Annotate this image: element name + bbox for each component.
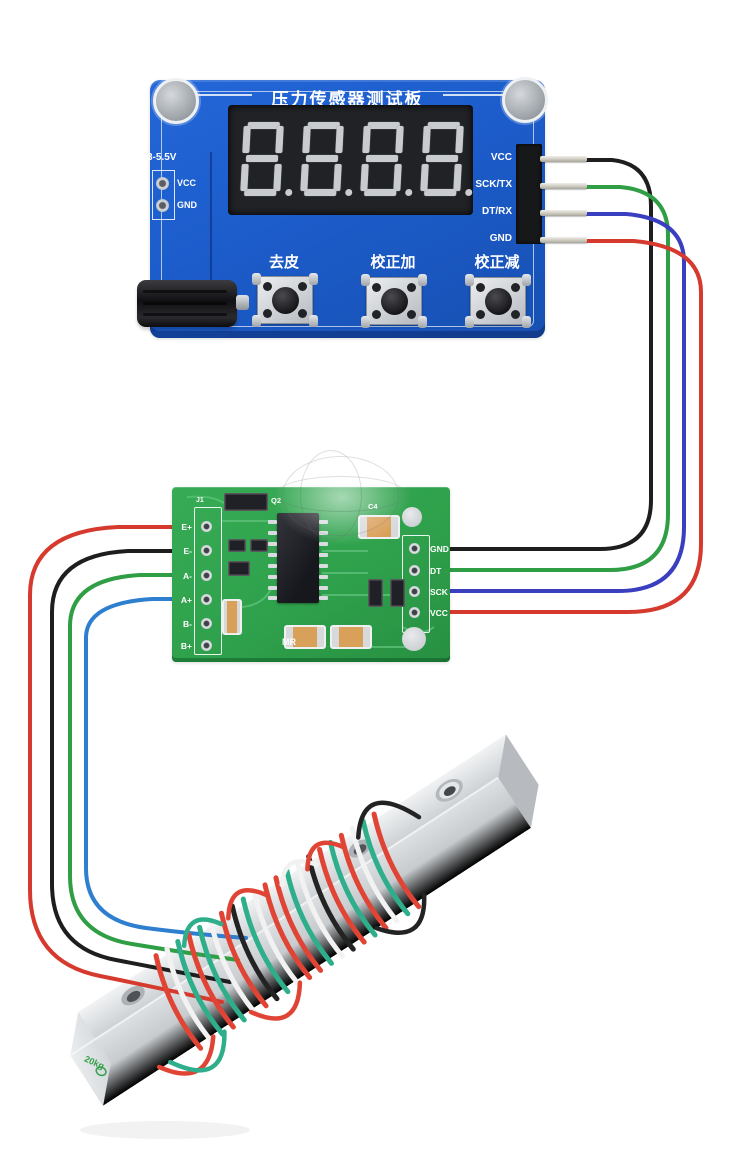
refdes-q2: Q2 xyxy=(271,496,282,505)
silkscreen-mr-label: MR xyxy=(282,637,296,647)
digit-4 xyxy=(420,122,473,196)
pad-e-plus xyxy=(201,521,212,532)
load-cell-right-end xyxy=(498,734,539,828)
header-label-sck-tx: SCK/TX xyxy=(475,179,512,190)
mounting-hole-right xyxy=(435,778,463,802)
load-cell-left-end xyxy=(70,1012,111,1106)
tare-button-label: 去皮 xyxy=(268,254,299,271)
digit-1 xyxy=(240,122,293,196)
pad-sck xyxy=(409,586,420,597)
label-a-plus: A+ xyxy=(180,595,192,605)
resistor xyxy=(250,539,268,552)
connector-ref-label: J1 xyxy=(196,497,204,504)
wire-dt-to-sck-blue xyxy=(428,212,686,593)
pad-vcc-label: VCC xyxy=(177,178,197,188)
seven-segment-display xyxy=(228,105,473,215)
dc-power-jack xyxy=(137,280,237,327)
pad-gnd-out xyxy=(409,543,420,554)
digit-3 xyxy=(360,122,413,196)
pad-b-plus xyxy=(201,640,212,651)
dc-jack-pin xyxy=(236,295,249,310)
label-b-plus: B+ xyxy=(180,641,192,651)
pad-vcc xyxy=(156,177,169,190)
capacitor-c4 xyxy=(358,515,400,539)
power-voltage-label: 3-5.5V xyxy=(147,152,177,163)
load-cell-shadow xyxy=(80,1121,250,1139)
load-cell-top-face xyxy=(70,734,506,1056)
calibration-plus-button[interactable] xyxy=(361,274,427,328)
header-pin-vcc xyxy=(540,156,587,162)
resistor xyxy=(368,579,383,607)
wire-e-minus-black xyxy=(50,549,232,984)
pad-a-plus xyxy=(201,594,212,605)
diode-q2 xyxy=(224,493,268,511)
cal-plus-button-label: 校正加 xyxy=(370,254,416,271)
screw-top-left xyxy=(153,78,199,124)
pad-gnd xyxy=(156,199,169,212)
capacitor xyxy=(330,625,372,649)
wire-gnd-to-vcc-red xyxy=(428,239,703,614)
wire-vcc-to-gnd-black xyxy=(428,158,653,551)
power-pad-box xyxy=(152,170,175,220)
header-label-dt-rx: DT/RX xyxy=(482,206,512,217)
adc-amplifier-board: J1 E+ E- A- A+ B- B+ GND DT SCK VCC xyxy=(172,487,450,662)
resistor xyxy=(390,579,405,607)
pad-e-minus xyxy=(201,545,212,556)
header-pin-sck-tx xyxy=(540,183,587,189)
mounting-hole-left xyxy=(121,985,145,1006)
calibration-plus-button-cap[interactable] xyxy=(380,287,408,315)
board-hole-top xyxy=(402,507,422,527)
hx711-chip xyxy=(277,513,319,603)
label-dt: DT xyxy=(430,566,442,576)
label-vcc-out: VCC xyxy=(430,608,448,618)
wire-e-plus-red xyxy=(28,525,224,1004)
label-b-minus: B- xyxy=(183,619,192,629)
pad-b-minus xyxy=(201,618,212,629)
silkscreen-line-left xyxy=(170,94,252,96)
pad-gnd-label: GND xyxy=(177,200,197,210)
tare-button-cap[interactable] xyxy=(271,286,299,314)
calibration-minus-button[interactable] xyxy=(465,274,531,328)
label-e-minus: E- xyxy=(183,546,193,556)
load-cell-logo xyxy=(95,1066,107,1077)
tare-button[interactable] xyxy=(252,273,318,327)
wire-sck-to-dt-green xyxy=(428,185,670,572)
left-connector-box xyxy=(194,507,222,655)
label-gnd-out: GND xyxy=(430,544,449,554)
silkscreen-line-right xyxy=(443,94,525,96)
refdes-c4: C4 xyxy=(368,502,378,511)
pad-vcc-out xyxy=(409,607,420,618)
header-label-vcc: VCC xyxy=(490,152,512,163)
header-pin-gnd xyxy=(540,237,587,243)
label-a-minus: A- xyxy=(183,571,192,581)
pcb-trace xyxy=(210,152,212,280)
board-title: 压力传感器测试板 xyxy=(271,90,424,109)
label-e-plus: E+ xyxy=(181,522,192,532)
header-pin-dt-rx xyxy=(540,210,587,216)
calibration-minus-button-cap[interactable] xyxy=(484,287,512,315)
header-housing xyxy=(516,144,542,244)
board-hole-bottom xyxy=(402,627,426,651)
load-cell-wire-bundle xyxy=(153,800,427,1076)
capacitor xyxy=(284,625,326,649)
display-to-adc-wires xyxy=(428,158,703,614)
cal-minus-button-label: 校正减 xyxy=(474,254,520,271)
resistor xyxy=(228,539,246,552)
display-test-board: 压力传感器测试板 3-5.5V VCC GND xyxy=(137,77,587,338)
digit-2 xyxy=(300,122,353,196)
wire-a-plus-blue xyxy=(84,597,248,940)
resistor xyxy=(228,561,250,576)
pad-a-minus xyxy=(201,570,212,581)
capacitor xyxy=(222,599,242,635)
pad-dt xyxy=(409,565,420,576)
edge-highlight xyxy=(69,776,499,1057)
label-sck: SCK xyxy=(430,587,448,597)
screw-top-right xyxy=(502,77,548,123)
header-label-gnd: GND xyxy=(489,233,512,244)
